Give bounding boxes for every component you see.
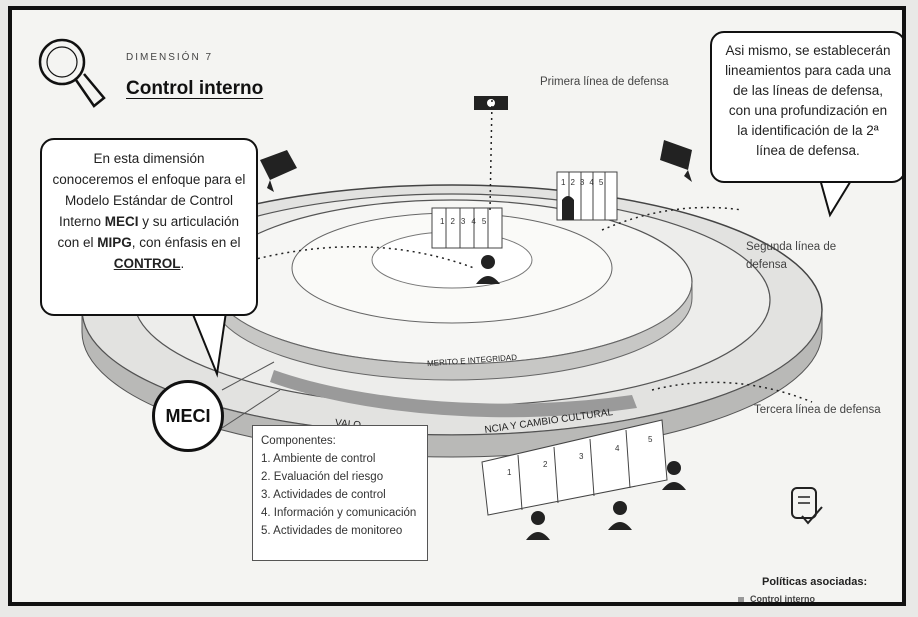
third-line-door-number: 1 [507,468,512,477]
meci-connector [221,389,281,429]
component-item: 2. Evaluación del riesgo [261,471,384,483]
magnifier-icon [38,38,106,108]
third-line-door-number: 3 [579,452,584,461]
third-line-door-number: 5 [648,435,653,444]
meci-emphasis: MECI [104,214,139,229]
mipg-emphasis: MIPG [97,235,132,250]
meci-connector [221,361,275,391]
third-line-door-number: 4 [615,444,620,453]
bullet-icon [738,597,744,602]
component-item: 3. Actividades de control [261,489,386,501]
person-icon [476,255,500,284]
component-item: 4. Información y comunicación [261,507,417,519]
second-line-door-numbers: 12345 [561,178,609,187]
defense-bubble: Asi mismo, se establecerán lineamientos … [710,31,902,183]
third-line-door-number: 2 [543,460,548,469]
control-emphasis: CONTROL [113,256,181,271]
leader-line-third [651,381,813,403]
intro-text: y su articulación con el [57,214,240,250]
right-bubble-tail [819,178,853,218]
components-title: Componentes: [261,435,336,447]
leader-line-second [601,206,743,231]
document-check-icon [791,487,823,525]
dimension-label: DIMENSIÓN 7 [126,52,214,63]
intro-text: . [180,256,185,271]
component-item: 5. Actividades de monitoreo [261,525,403,537]
leader-line-first [489,99,493,211]
policies-title: Políticas asociadas: [762,576,868,588]
meci-badge: MECI [152,380,224,452]
culture-band [270,370,637,418]
component-item: 1. Ambiente de control [261,453,376,465]
integrity-band [211,281,693,381]
left-bubble-tail [191,311,227,378]
intro-text: En esta dimensión conoceremos el enfoque… [52,151,246,229]
first-line-door-numbers: 12345 [440,217,493,226]
person-icon [608,501,632,530]
defense-lines-illustration [38,38,853,602]
policy-item: Control interno [750,594,815,604]
third-line-doors [481,419,668,516]
second-line-doors [556,171,618,221]
camera-icon [660,140,692,182]
page-title: Control interno [126,78,264,99]
first-line-doors [431,207,503,249]
first-line-caption: Primera línea de defensa [540,76,669,88]
second-line-caption: Segunda línea de defensa [746,241,837,271]
defense-text: Asi mismo, se establecerán lineamientos … [725,43,891,158]
person-icon [526,511,550,540]
camera-icon [474,96,508,110]
intro-text: , con énfasis en el [131,235,241,250]
intro-bubble: En esta dimensión conoceremos el enfoque… [40,138,258,316]
diagram-frame: DIMENSIÓN 7 Control interno En esta dime… [8,6,906,606]
third-line-caption: Tercera línea de defensa [754,404,881,416]
person-icon [662,461,686,490]
components-list: Componentes: 1. Ambiente de control 2. E… [252,425,428,561]
leader-line-left [251,246,475,269]
camera-icon [260,150,297,192]
